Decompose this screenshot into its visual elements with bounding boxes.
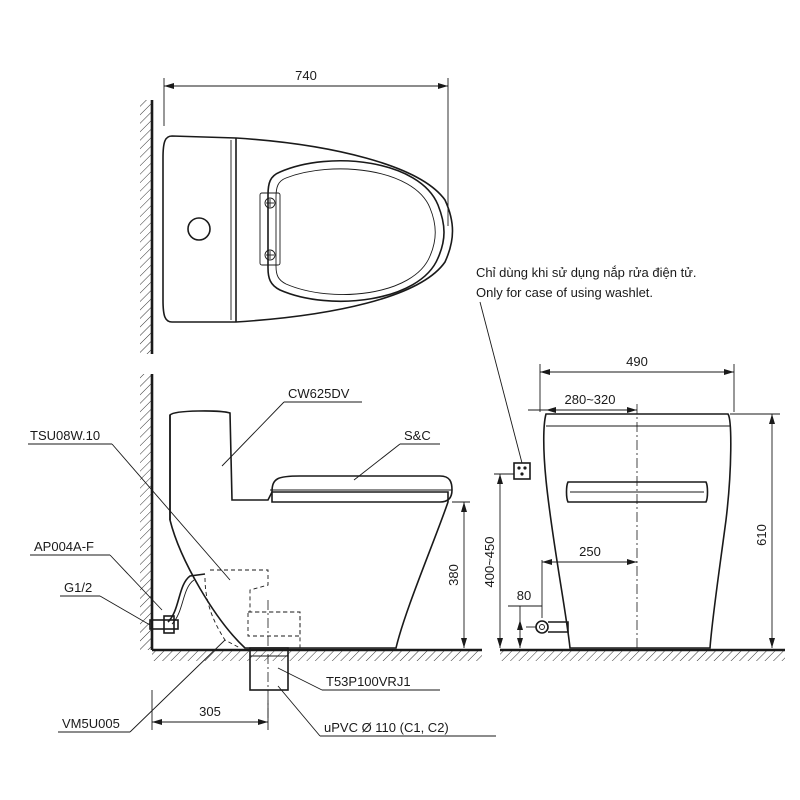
dimension-490: 490 bbox=[539, 354, 735, 412]
label-ap004a: AP004A-F bbox=[30, 539, 163, 611]
dimension-250-label: 250 bbox=[579, 544, 601, 559]
seat-side-outline bbox=[271, 475, 453, 503]
dimension-305: 305 bbox=[151, 690, 269, 730]
dimension-280-320-label: 280~320 bbox=[565, 392, 616, 407]
dimension-305-label: 305 bbox=[199, 704, 221, 719]
dimension-610: 610 bbox=[730, 413, 780, 648]
label-t53p: T53P100VRJ1 bbox=[277, 667, 440, 691]
thread-label: G1/2 bbox=[64, 580, 92, 595]
label-upvc: uPVC Ø 110 (C1, C2) bbox=[277, 685, 496, 737]
water-inlet-icon bbox=[526, 620, 569, 634]
dimension-400-450-label: 400~450 bbox=[482, 537, 497, 588]
angle-valve-icon bbox=[149, 615, 179, 634]
hinge-icon bbox=[259, 192, 281, 266]
toilet-top-outline bbox=[162, 135, 454, 323]
flange-label: T53P100VRJ1 bbox=[326, 674, 411, 689]
dimension-610-label: 610 bbox=[754, 524, 769, 546]
label-cw625dv: CW625DV bbox=[221, 386, 362, 467]
wall-hatch-top bbox=[140, 100, 151, 354]
label-vm5u005: VM5U005 bbox=[58, 639, 226, 733]
dimension-380: 380 bbox=[446, 501, 470, 648]
note-vietnamese: Chỉ dùng khi sử dụng nắp rửa điện tử. bbox=[476, 265, 697, 280]
dimension-80: 80 bbox=[508, 588, 542, 648]
front-view: 490 280~320 610 400~450 bbox=[476, 265, 785, 661]
dimension-80-label: 80 bbox=[517, 588, 531, 603]
seat-front-outline bbox=[565, 481, 709, 503]
model-label: CW625DV bbox=[288, 386, 350, 401]
flush-valve-label: TSU08W.10 bbox=[30, 428, 100, 443]
note-english: Only for case of using washlet. bbox=[476, 285, 653, 300]
label-sc: S&C bbox=[353, 428, 440, 481]
dimension-280-320: 280~320 bbox=[528, 392, 637, 413]
toilet-side-outline bbox=[169, 410, 449, 649]
supply-hose bbox=[167, 573, 206, 623]
dimension-490-label: 490 bbox=[626, 354, 648, 369]
dimension-380-label: 380 bbox=[446, 564, 461, 586]
wall-hatch-side bbox=[140, 374, 151, 650]
gasket-label: VM5U005 bbox=[62, 716, 120, 731]
washlet-outlet-icon bbox=[513, 462, 531, 480]
seat-top-outline bbox=[267, 160, 445, 303]
label-g12: G1/2 bbox=[60, 580, 151, 626]
side-view: 380 305 CW625DV S&C TSU08W.10 bbox=[28, 374, 496, 737]
dimension-400-450: 400~450 bbox=[482, 473, 514, 648]
label-tsu08w: TSU08W.10 bbox=[28, 428, 231, 581]
dimension-740: 740 bbox=[163, 68, 449, 226]
angle-valve-label: AP004A-F bbox=[34, 539, 94, 554]
dimension-250: 250 bbox=[541, 544, 637, 618]
seat-label: S&C bbox=[404, 428, 431, 443]
toilet-front-outline bbox=[542, 413, 732, 649]
flush-button-icon bbox=[187, 217, 211, 241]
dimension-740-label: 740 bbox=[295, 68, 317, 83]
floor-hatch-side bbox=[152, 651, 482, 661]
top-view: 740 bbox=[140, 68, 454, 354]
pipe-label: uPVC Ø 110 (C1, C2) bbox=[324, 720, 449, 735]
floor-hatch-front bbox=[500, 651, 785, 661]
note-leader bbox=[479, 301, 523, 464]
